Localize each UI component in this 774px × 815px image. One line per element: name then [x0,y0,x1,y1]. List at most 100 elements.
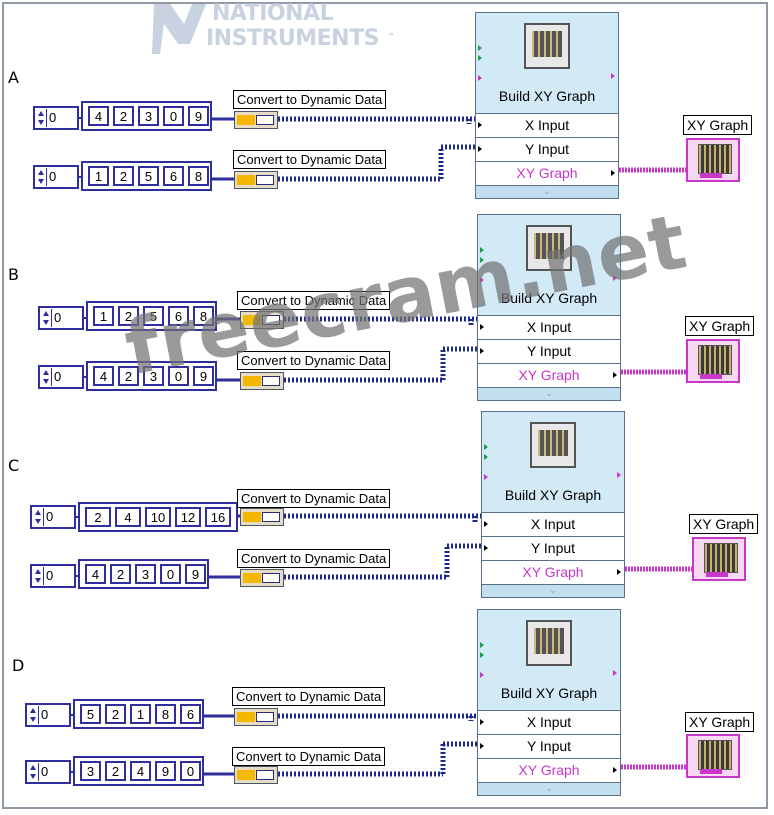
spin-buttons-icon[interactable] [41,309,52,327]
convert-to-dynamic-data-icon[interactable] [240,508,284,526]
convert-to-dynamic-data-icon[interactable] [240,569,284,587]
xy-graph-output-terminal[interactable]: XY Graph [478,363,620,387]
index-numeric-control[interactable]: 0 [33,106,79,130]
section-label[interactable]: D [12,656,25,675]
y-input-terminal[interactable]: Y Input [476,137,618,161]
array-element[interactable]: 8 [155,704,176,724]
expand-handle[interactable]: ⌄ [478,782,620,795]
array-element[interactable]: 9 [188,106,209,126]
array-element[interactable]: 5 [143,306,164,326]
array-element[interactable]: 2 [113,106,134,126]
y-input-terminal[interactable]: Y Input [482,536,624,560]
array-element[interactable]: 1 [93,306,114,326]
array-element[interactable]: 5 [80,704,101,724]
index-numeric-control[interactable]: 0 [25,760,71,784]
convert-to-dynamic-data-icon[interactable] [234,708,278,726]
index-numeric-control[interactable]: 0 [25,703,71,727]
array-element[interactable]: 2 [105,761,126,781]
array-element[interactable]: 2 [118,306,139,326]
y-input-terminal[interactable]: Y Input [478,734,620,758]
array-element[interactable]: 2 [85,507,111,527]
expand-handle[interactable]: ⌄ [476,185,618,198]
array-element[interactable]: 8 [188,166,209,186]
array-element[interactable]: 0 [163,106,184,126]
array-element[interactable]: 4 [88,106,109,126]
array-element[interactable]: 5 [138,166,159,186]
array-element[interactable]: 6 [180,704,201,724]
spin-buttons-icon[interactable] [33,567,44,585]
section-label[interactable]: C [8,456,20,475]
array-element[interactable]: 2 [113,166,134,186]
spin-buttons-icon[interactable] [28,763,39,781]
array-element[interactable]: 2 [110,564,131,584]
index-numeric-control[interactable]: 0 [30,564,76,588]
xy-graph-indicator-icon[interactable] [692,537,746,581]
convert-to-dynamic-data-icon[interactable] [234,171,278,189]
array-element[interactable]: 0 [180,761,201,781]
spin-buttons-icon[interactable] [33,508,44,526]
array-element[interactable]: 2 [118,366,139,386]
array-element[interactable]: 2 [105,704,126,724]
convert-to-dynamic-data-icon[interactable] [234,111,278,129]
x-input-terminal[interactable]: X Input [476,113,618,137]
index-numeric-control[interactable]: 0 [38,306,84,330]
spin-buttons-icon[interactable] [36,109,47,127]
array-element[interactable]: 8 [193,306,214,326]
section-label[interactable]: B [8,265,19,284]
xy-graph-output-terminal[interactable]: XY Graph [476,161,618,185]
x-input-terminal[interactable]: X Input [482,512,624,536]
array-element[interactable]: 6 [163,166,184,186]
array-element[interactable]: 1 [88,166,109,186]
expand-handle[interactable]: ⌄ [478,387,620,400]
array-element[interactable]: 4 [85,564,106,584]
spin-buttons-icon[interactable] [41,368,52,386]
expand-handle[interactable]: ⌄ [482,584,624,597]
array-element[interactable]: 4 [130,761,151,781]
array-element[interactable]: 6 [168,306,189,326]
array-element[interactable]: 3 [143,366,164,386]
convert-to-dynamic-data-icon[interactable] [240,311,284,329]
x-input-terminal[interactable]: X Input [478,315,620,339]
x-input-terminal[interactable]: X Input [478,710,620,734]
y-input-terminal[interactable]: Y Input [478,339,620,363]
array-element[interactable]: 3 [80,761,101,781]
index-numeric-control[interactable]: 0 [33,165,79,189]
xy-graph-indicator-icon[interactable] [686,339,740,383]
xy-graph-indicator-icon[interactable] [686,138,740,182]
xy-graph-output-terminal[interactable]: XY Graph [482,560,624,584]
array-element[interactable]: 4 [115,507,141,527]
array-element[interactable]: 0 [160,564,181,584]
xy-graph-indicator-icon[interactable] [686,734,740,778]
array-element[interactable]: 4 [93,366,114,386]
xy-graph-output-terminal[interactable]: XY Graph [478,758,620,782]
array-element[interactable]: 0 [168,366,189,386]
spin-buttons-icon[interactable] [28,706,39,724]
convert-to-dynamic-data-icon[interactable] [234,766,278,784]
spin-buttons-icon[interactable] [36,168,47,186]
array-element[interactable]: 12 [175,507,201,527]
index-numeric-control[interactable]: 0 [38,365,84,389]
array-element[interactable]: 9 [155,761,176,781]
array-element[interactable]: 16 [205,507,231,527]
array-element[interactable]: 9 [185,564,206,584]
section-label[interactable]: A [8,68,19,87]
array-element[interactable]: 3 [138,106,159,126]
array-element[interactable]: 1 [130,704,151,724]
convert-to-dynamic-data-icon[interactable] [240,372,284,390]
array-element[interactable]: 9 [193,366,214,386]
array-element[interactable]: 3 [135,564,156,584]
index-numeric-control[interactable]: 0 [30,505,76,529]
array-element[interactable]: 10 [145,507,171,527]
